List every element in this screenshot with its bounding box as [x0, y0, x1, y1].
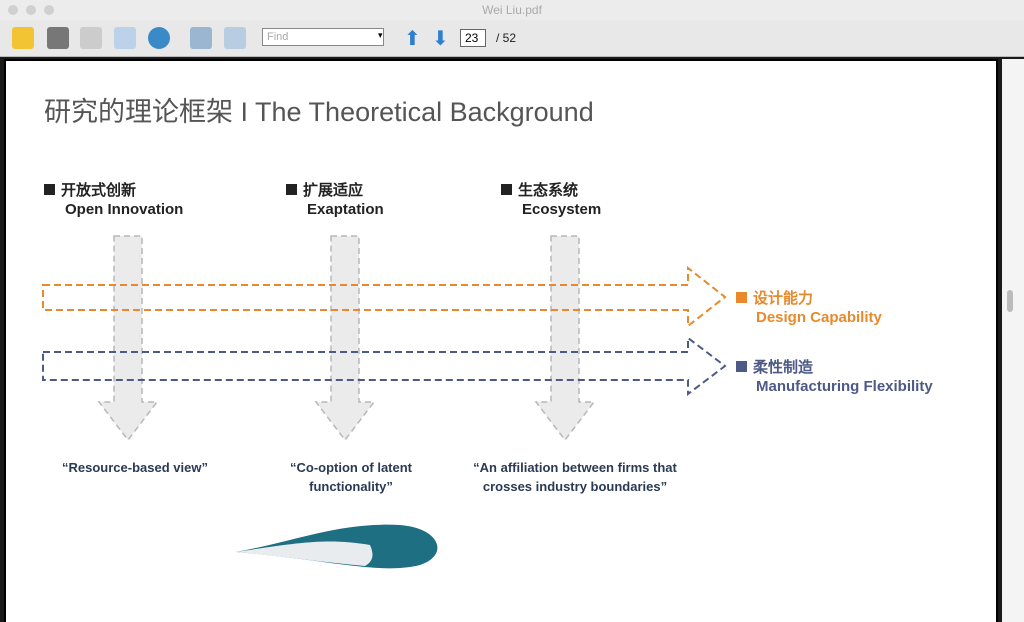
scrollbar-thumb[interactable] — [1007, 290, 1013, 312]
down-arrow-exaptation — [314, 235, 376, 442]
previous-page-icon[interactable]: ⬆ — [404, 28, 421, 50]
minimize-button[interactable] — [26, 5, 36, 15]
column-en: Ecosystem — [522, 201, 602, 218]
slide-title: 研究的理论框架 I The Theoretical Background — [44, 97, 594, 127]
close-button[interactable] — [8, 5, 18, 15]
bullet-square-icon — [286, 184, 297, 195]
quote-open-innovation: “Resource-based view” — [62, 460, 208, 475]
open-folder-icon[interactable] — [12, 27, 34, 49]
feather-image — [236, 524, 438, 569]
bullet-square-icon — [736, 292, 747, 303]
email-icon[interactable] — [114, 27, 136, 49]
find-dropdown-icon[interactable]: ▾ — [378, 30, 383, 40]
down-arrow-open-innovation — [97, 235, 159, 442]
scrollbar[interactable] — [1002, 59, 1024, 622]
outcome-en: Manufacturing Flexibility — [756, 378, 933, 395]
column-ecosystem: 生态系统 Ecosystem — [501, 181, 601, 219]
page-number-input[interactable]: 23 — [460, 29, 486, 47]
column-cn: 扩展适应 — [303, 182, 364, 199]
bullet-square-icon — [736, 361, 747, 372]
outcome-manufacturing-flexibility: 柔性制造 Manufacturing Flexibility — [736, 358, 933, 396]
down-arrow-ecosystem — [534, 235, 596, 442]
find-input[interactable]: Find — [262, 28, 384, 46]
save-icon[interactable] — [80, 27, 102, 49]
manufacturing-flexibility-arrow — [42, 335, 727, 397]
design-capability-arrow — [42, 265, 727, 329]
column-cn: 生态系统 — [518, 182, 579, 199]
outcome-design-capability: 设计能力 Design Capability — [736, 289, 882, 327]
toolbar: Find ▾ ⬆ ⬇ 23 / 52 — [0, 20, 1024, 57]
column-open-innovation: 开放式创新 Open Innovation — [44, 181, 183, 219]
quote-exaptation: “Co-option of latent functionality” — [289, 460, 413, 494]
column-exaptation: 扩展适应 Exaptation — [286, 181, 384, 219]
fit-width-icon[interactable] — [190, 27, 212, 49]
quote-ecosystem: “An affiliation between firms that cross… — [473, 460, 677, 494]
print-icon[interactable] — [47, 27, 69, 49]
next-page-icon[interactable]: ⬇ — [432, 28, 449, 50]
page-total: / 52 — [496, 31, 517, 45]
outcome-en: Design Capability — [756, 309, 882, 326]
column-en: Exaptation — [307, 201, 384, 218]
column-cn: 开放式创新 — [61, 182, 137, 199]
globe-upload-icon[interactable] — [148, 27, 170, 49]
column-en: Open Innovation — [65, 201, 184, 218]
bullet-square-icon — [44, 184, 55, 195]
title-bar: Wei Liu.pdf — [0, 0, 1024, 20]
outcome-cn: 设计能力 — [753, 290, 814, 307]
zoom-button[interactable] — [44, 5, 54, 15]
window-title: Wei Liu.pdf — [482, 3, 542, 17]
outcome-cn: 柔性制造 — [753, 359, 814, 376]
fit-page-icon[interactable] — [224, 27, 246, 49]
pdf-page — [4, 59, 998, 622]
bullet-square-icon — [501, 184, 512, 195]
